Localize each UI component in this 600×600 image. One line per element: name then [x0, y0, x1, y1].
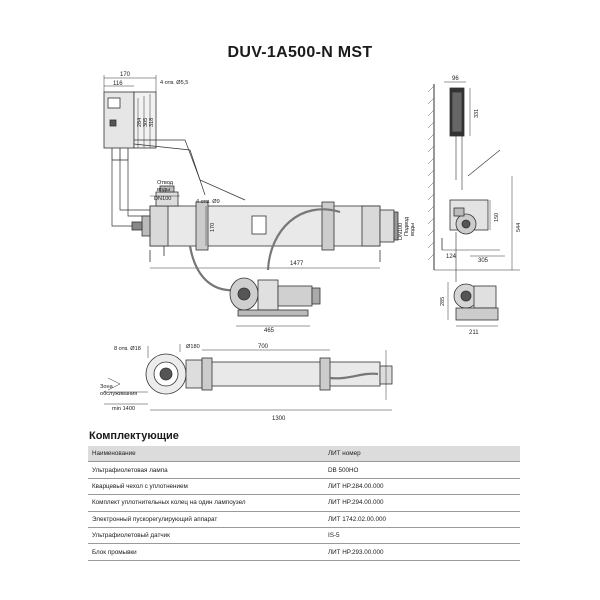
part-name: Электронный пускорегулирующий аппарат [88, 511, 324, 528]
dim-544: 544 [516, 223, 522, 232]
holes-large-note: 4 отв. Ø9 [196, 199, 220, 205]
header-name: Наименование [88, 446, 324, 463]
part-name: Ультрафиолетовый датчик [88, 527, 324, 545]
dim-318: 318 [149, 118, 155, 127]
dim-124: 124 [446, 254, 457, 260]
part-name: Блок промывки [88, 543, 324, 561]
part-number: ЛИТ HP.284.00.000 [324, 478, 520, 496]
reactor-front-view [131, 185, 399, 262]
dim-465: 465 [264, 328, 275, 334]
side-view-cabinet [444, 81, 471, 137]
table-row: Ультрафиолетовый датчик IS-5 [88, 527, 520, 545]
parts-header-row: Наименование ЛИТ номер [88, 446, 520, 463]
parts-table: Наименование ЛИТ номер Ультрафиолетовая … [88, 446, 520, 561]
dim-305-side: 305 [478, 258, 489, 264]
side-view-pump [447, 232, 499, 327]
dim-211: 211 [469, 330, 479, 336]
reactor-dimensions [150, 195, 380, 269]
dim-116: 116 [113, 81, 123, 87]
dim-284: 284 [137, 118, 143, 127]
inlet-label-line1: Подвод [404, 216, 410, 236]
part-number: DB 500HO [324, 461, 520, 479]
table-row: Ультрафиолетовая лампа DB 500HO [88, 461, 520, 479]
dim-700: 700 [258, 344, 269, 350]
table-row: Блок промывки ЛИТ HP.293.00.000 [88, 543, 520, 561]
dim-150: 150 [494, 213, 500, 222]
inlet-label-line2: воды [410, 223, 416, 236]
holes-small-note: 4 отв. Ø5,5 [160, 80, 188, 86]
outlet-label-line2: воды [157, 187, 170, 193]
dim-180: Ø180 [186, 344, 200, 350]
table-row: Комплект уплотнительных колец на один ла… [88, 494, 520, 512]
part-number: ЛИТ HP.294.00.000 [324, 494, 520, 512]
part-number: IS-5 [324, 527, 520, 545]
side-view-wall [427, 84, 520, 271]
outlet-label-line1: Отвод [157, 180, 174, 186]
cables [111, 139, 246, 227]
control-cabinet [103, 91, 157, 161]
reactor-top-view [104, 344, 393, 411]
dim-96: 96 [452, 76, 459, 82]
zone-label-line1: Зона [100, 384, 114, 390]
header-number: ЛИТ номер [324, 446, 520, 463]
inlet-dn: DN100 [398, 223, 404, 240]
part-number: ЛИТ HP.293.00.000 [324, 543, 520, 561]
drawing-title: DUV-1A500-N MST [227, 44, 373, 61]
part-name: Кварцевый чехол с уплотнением [88, 478, 324, 496]
technical-drawing: 170 116 4 отв. Ø5,5 284 305 318 [100, 72, 522, 422]
zone-label-line2: обслуживания [100, 391, 137, 397]
min-1400: min 1400 [112, 406, 135, 412]
flush-pump [229, 277, 321, 327]
dim-285: 285 [440, 297, 446, 306]
part-name: Ультрафиолетовая лампа [88, 461, 324, 479]
parts-title: Комплектующие [89, 430, 179, 442]
dim-331: 331 [474, 109, 480, 118]
part-number: ЛИТ 1742.02.00.000 [324, 511, 520, 528]
table-row: Кварцевый чехол с уплотнением ЛИТ HP.284… [88, 478, 520, 496]
side-view-reactor [441, 136, 513, 270]
dim-1477: 1477 [290, 261, 304, 267]
dim-170: 170 [120, 72, 131, 78]
dim-1300: 1300 [272, 416, 286, 422]
part-name: Комплект уплотнительных колец на один ла… [88, 494, 324, 512]
flange-holes-note: 8 отв. Ø18 [114, 346, 141, 352]
dim-305: 305 [143, 118, 149, 127]
dim-170-reactor: 170 [210, 223, 216, 232]
outlet-dn: DN100 [154, 196, 171, 202]
table-row: Электронный пускорегулирующий аппарат ЛИ… [88, 511, 520, 528]
